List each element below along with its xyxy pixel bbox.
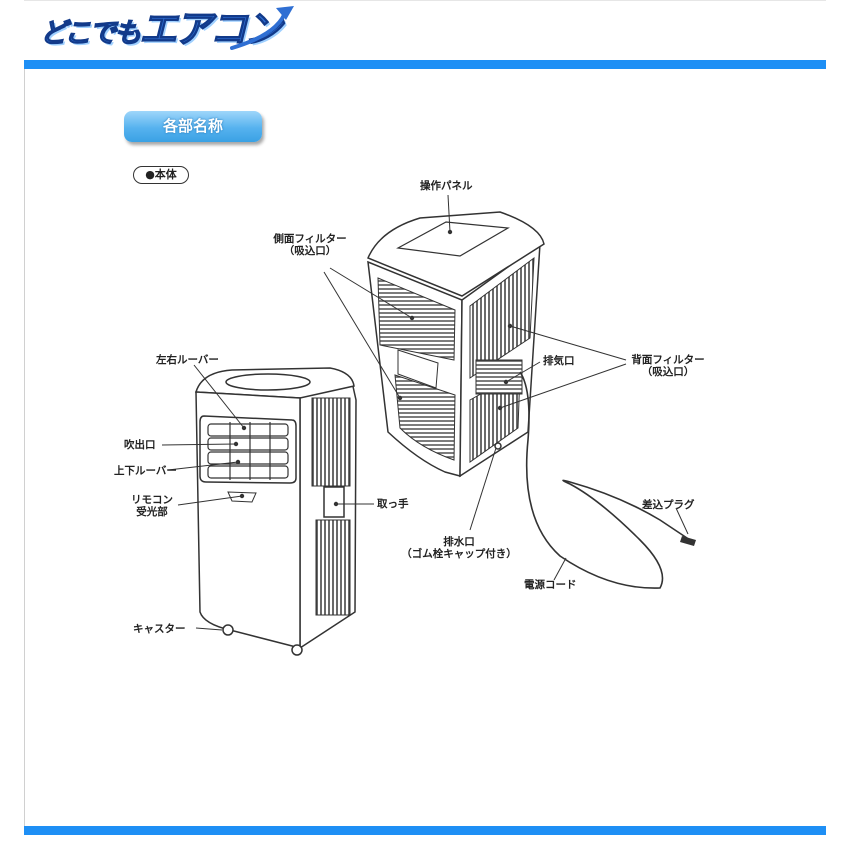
site-header: どこでもエアコン [24,0,826,60]
power-cord-line [519,371,691,589]
back-unit [367,211,545,478]
label-drain: 排水口 （ゴム栓キャップ付き） [398,536,520,560]
logo-text-big: エアコン [139,7,283,51]
label-caster: キャスター [133,623,186,635]
label-remote-receiver-line1: リモコン [131,494,173,506]
label-side-filter-name: 側面フィルター [273,233,347,245]
label-back-filter-sub: （吸込口） [641,366,695,378]
label-remote-receiver-line2: 受光部 [136,506,168,518]
label-drain-name: 排水口 [443,536,475,548]
header-divider-bar [24,60,826,69]
label-side-filter: 側面フィルター （吸込口） [270,233,350,257]
label-handle: 取っ手 [377,498,409,510]
section-title-pill: 各部名称 [124,111,262,142]
leader-dots [233,229,513,507]
label-back-filter: 背面フィルター （吸込口） [624,354,712,378]
footer-divider-bar [24,826,826,835]
leader-lines [161,194,689,631]
content-left-border [24,69,25,826]
label-lr-louver: 左右ルーバー [156,354,219,366]
label-outlet: 吹出口 [124,439,156,451]
plug-icon [680,536,696,546]
logo-swoosh-icon [230,6,294,50]
logo-text-small: どこでも [39,18,141,49]
subsection-tag: ●本体 [133,166,189,184]
label-ud-louver: 上下ルーバー [114,465,177,477]
front-unit [195,367,357,656]
label-power-cord: 電源コード [524,579,577,591]
label-drain-sub: （ゴム栓キャップ付き） [401,548,517,560]
label-back-filter-name: 背面フィルター [631,354,705,366]
label-plug: 差込プラグ [642,499,695,511]
label-remote-receiver: リモコン 受光部 [124,494,180,518]
label-exhaust: 排気口 [543,355,575,367]
site-logo[interactable]: どこでもエアコン [39,7,283,51]
header-top-border [24,0,826,1]
label-operation-panel: 操作パネル [420,180,473,192]
label-side-filter-sub: （吸込口） [283,245,337,257]
